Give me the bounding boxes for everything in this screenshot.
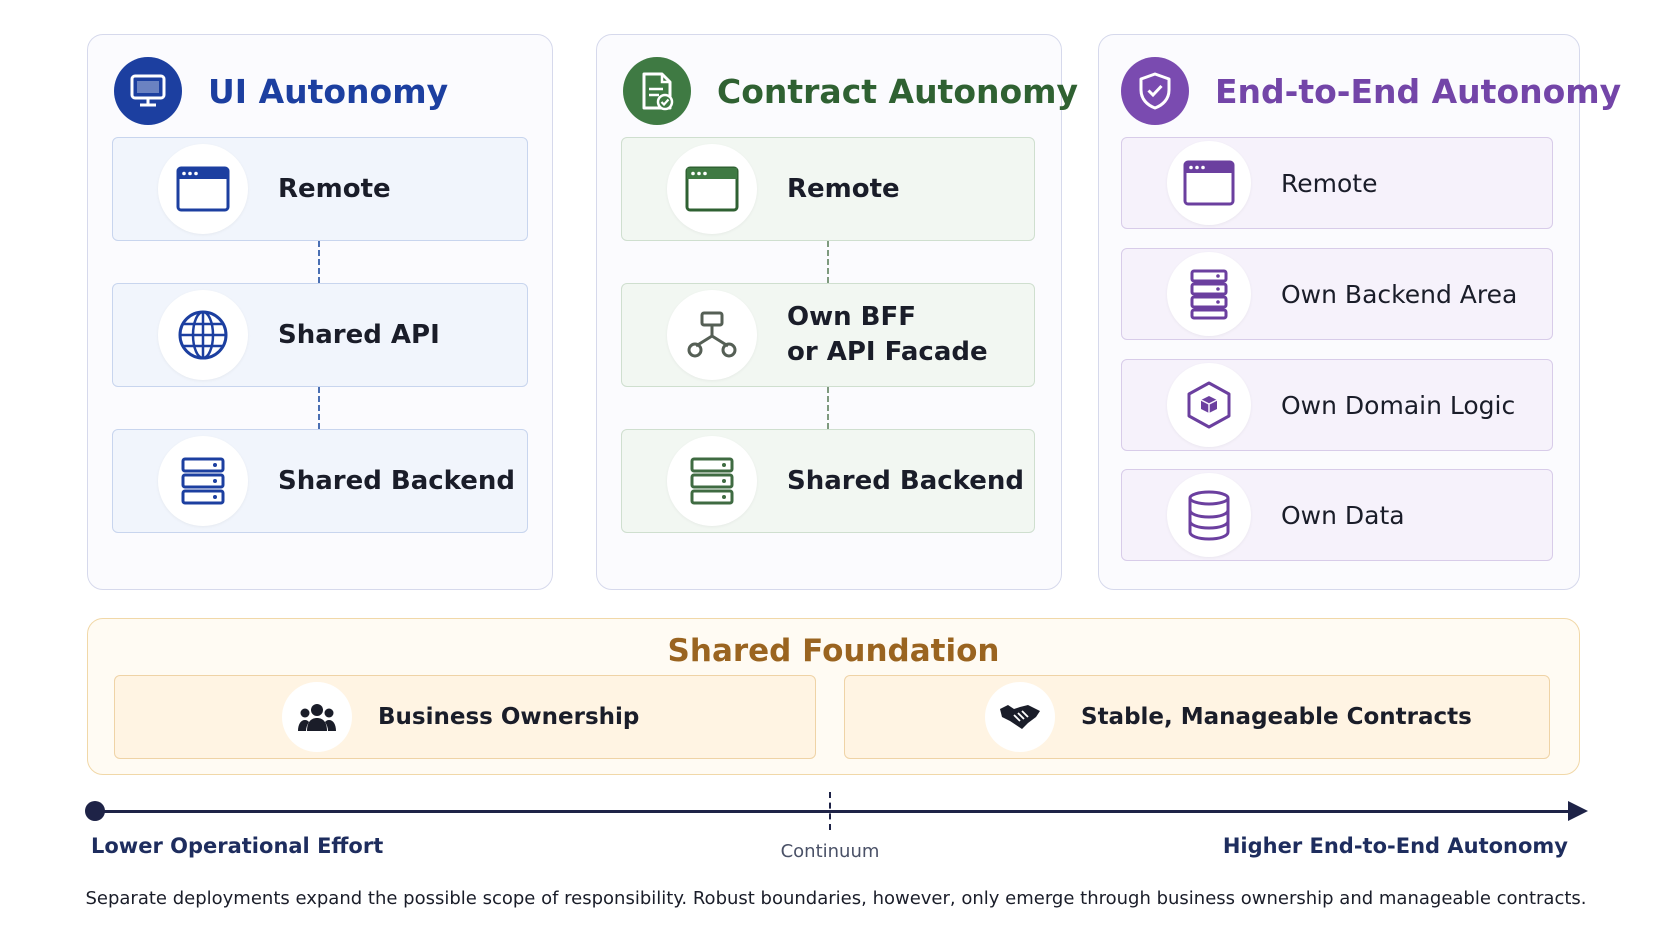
shield-check-icon xyxy=(1121,57,1189,125)
e2e-autonomy-panel: End-to-End Autonomy Remote Own Backend A… xyxy=(1098,34,1621,590)
axis-mid-label: Continuum xyxy=(780,841,880,862)
contract-autonomy-title: Contract Autonomy xyxy=(717,71,1079,111)
contract-shared-backend-box: Shared Backend xyxy=(621,429,1035,533)
ui-autonomy-panel: UI Autonomy Remote Shared API Shared Bac… xyxy=(87,34,553,590)
e2e-own-data-label: Own Data xyxy=(1281,500,1405,530)
e2e-own-domain-label: Own Domain Logic xyxy=(1281,390,1516,420)
server-stack-icon xyxy=(1167,252,1251,336)
shared-foundation-panel: Shared Foundation Business Ownership Sta… xyxy=(87,618,1580,775)
monitor-icon xyxy=(114,57,182,125)
browser-window-icon xyxy=(158,144,248,234)
axis-arrow-icon xyxy=(1568,801,1588,821)
shared-foundation-title: Shared Foundation xyxy=(667,633,1000,669)
ui-connector-2 xyxy=(318,387,320,429)
branch-nodes-icon xyxy=(667,290,757,380)
e2e-autonomy-header: End-to-End Autonomy xyxy=(1121,55,1621,127)
axis-midpoint-marker xyxy=(829,792,831,830)
e2e-own-data-box: Own Data xyxy=(1121,469,1553,561)
contract-autonomy-header: Contract Autonomy xyxy=(623,55,1078,127)
document-check-icon xyxy=(623,57,691,125)
database-icon xyxy=(1167,473,1251,557)
e2e-own-backend-box: Own Backend Area xyxy=(1121,248,1553,340)
ui-autonomy-header: UI Autonomy xyxy=(114,55,448,127)
e2e-remote-box: Remote xyxy=(1121,137,1553,229)
diagram-caption: Separate deployments expand the possible… xyxy=(85,888,1587,909)
globe-icon xyxy=(158,290,248,380)
e2e-remote-label: Remote xyxy=(1281,168,1378,198)
contract-bff-line-1: Own BFF xyxy=(787,302,917,332)
contract-autonomy-panel: Contract Autonomy Remote Own BFF or API … xyxy=(596,34,1078,590)
axis-start-dot xyxy=(85,801,105,821)
server-stack-icon xyxy=(667,436,757,526)
contract-connector-1 xyxy=(827,241,829,283)
ui-autonomy-title: UI Autonomy xyxy=(208,71,449,111)
ui-remote-box: Remote xyxy=(112,137,528,241)
browser-window-icon xyxy=(667,144,757,234)
handshake-icon xyxy=(985,682,1055,752)
axis-right-label: Higher End-to-End Autonomy xyxy=(1222,834,1568,858)
ui-shared-backend-box: Shared Backend xyxy=(112,429,528,533)
e2e-autonomy-title: End-to-End Autonomy xyxy=(1215,71,1622,111)
contract-bff-label: Own BFF or API Facade xyxy=(787,300,988,370)
ui-connector-1 xyxy=(318,241,320,283)
contract-remote-box: Remote xyxy=(621,137,1035,241)
contract-shared-backend-label: Shared Backend xyxy=(787,465,1025,496)
people-group-icon xyxy=(282,682,352,752)
contract-bff-line-2: or API Facade xyxy=(787,337,988,367)
ui-shared-backend-label: Shared Backend xyxy=(278,465,516,496)
hexagon-cube-icon xyxy=(1167,363,1251,447)
e2e-own-domain-box: Own Domain Logic xyxy=(1121,359,1553,451)
e2e-own-backend-label: Own Backend Area xyxy=(1281,279,1518,309)
ui-shared-api-label: Shared API xyxy=(278,319,440,350)
continuum-axis xyxy=(95,810,1575,813)
ui-remote-label: Remote xyxy=(278,173,391,204)
browser-window-icon xyxy=(1167,141,1251,225)
business-ownership-label: Business Ownership xyxy=(378,704,640,730)
ui-shared-api-box: Shared API xyxy=(112,283,528,387)
contract-connector-2 xyxy=(827,387,829,429)
axis-left-label: Lower Operational Effort xyxy=(91,834,384,858)
stable-contracts-label: Stable, Manageable Contracts xyxy=(1081,704,1472,730)
business-ownership-box: Business Ownership xyxy=(114,675,816,759)
contract-bff-box: Own BFF or API Facade xyxy=(621,283,1035,387)
contract-remote-label: Remote xyxy=(787,173,900,204)
stable-contracts-box: Stable, Manageable Contracts xyxy=(844,675,1550,759)
server-stack-icon xyxy=(158,436,248,526)
